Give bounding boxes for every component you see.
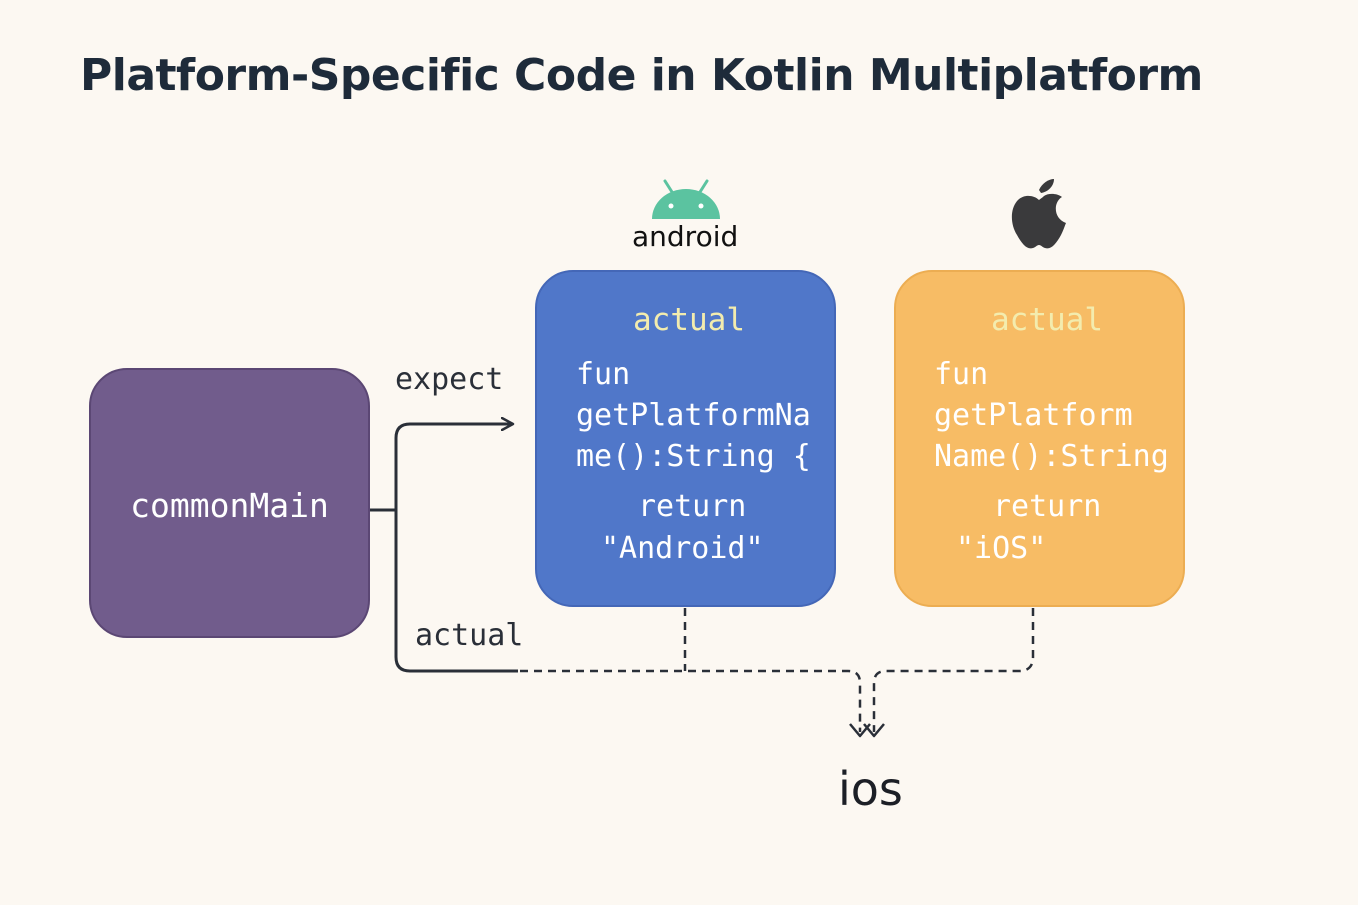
- ios-code-line-2: getPlatform: [934, 398, 1133, 433]
- common-main-box: commonMain: [89, 368, 370, 638]
- android-return-value: "Android": [601, 531, 764, 566]
- android-code-line-3: me():String {: [576, 439, 811, 474]
- expect-label: expect: [395, 362, 504, 397]
- apple-logo-icon: [1011, 179, 1066, 249]
- common-main-label: commonMain: [130, 486, 329, 525]
- dashed-left-line: [520, 669, 862, 732]
- down-arrowhead-right: [863, 723, 885, 738]
- ios-target-label: ios: [838, 762, 903, 816]
- diagram-title: Platform-Specific Code in Kotlin Multipl…: [80, 50, 1203, 101]
- ios-actual-box: actual fun getPlatform Name():String ret…: [894, 270, 1185, 607]
- actual-line: [394, 510, 518, 673]
- android-code-line-2: getPlatformNa: [576, 398, 811, 433]
- android-return-line: return: [638, 489, 747, 524]
- android-code-line-1: fun: [576, 357, 631, 392]
- ios-return-value: "iOS": [956, 531, 1047, 566]
- ios-return-line: return: [993, 489, 1102, 524]
- ios-code-line-3: Name():String: [934, 439, 1169, 474]
- expect-arrow: [394, 424, 512, 510]
- android-actual-keyword: actual: [633, 302, 745, 338]
- android-actual-box: actual fun getPlatformNa me():String { r…: [535, 270, 836, 607]
- android-robot-icon: [652, 179, 720, 219]
- actual-edge-label: actual: [415, 618, 524, 653]
- ios-code-line-1: fun: [934, 357, 989, 392]
- ios-actual-keyword: actual: [991, 302, 1103, 338]
- ios-dashed-line: [872, 608, 1035, 732]
- android-wordmark: android: [632, 220, 739, 253]
